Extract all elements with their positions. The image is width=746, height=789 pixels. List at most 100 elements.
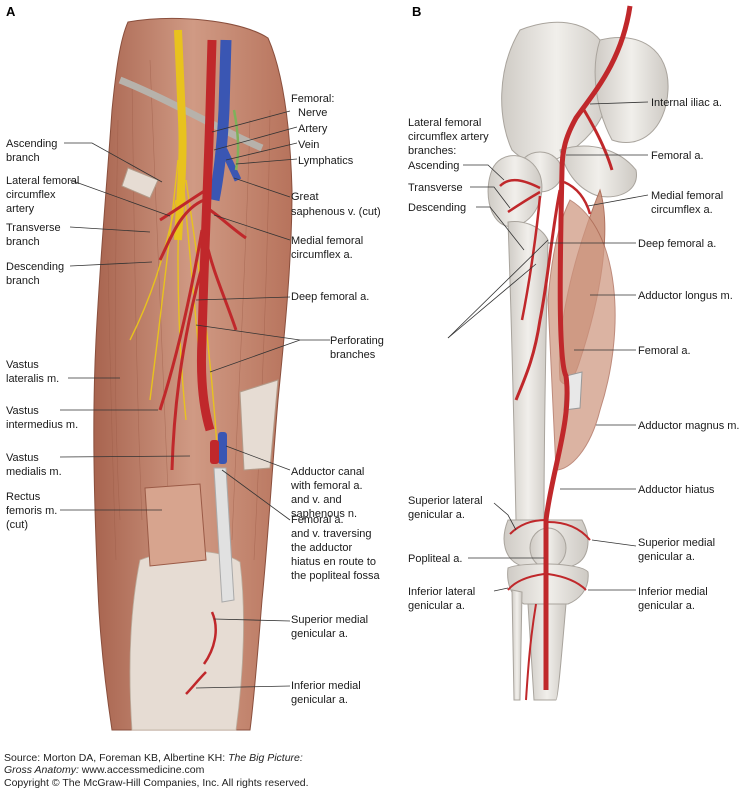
leaders-panel-a: [59, 110, 330, 689]
label-transverse-b: Transverse: [408, 182, 463, 194]
label-inf-medial-gen-b-2: genicular a.: [638, 600, 695, 612]
label-lat-circumflex-a-2: circumflex: [6, 189, 56, 201]
label-internal-iliac: Internal iliac a.: [651, 97, 722, 109]
rectus-femoris-cut-top: [121, 167, 159, 199]
label-ascending-branch-1: Ascending: [6, 138, 57, 150]
label-inf-lateral-gen-1: Inferior lateral: [408, 586, 475, 598]
label-medial-circumflex-2: circumflex a.: [291, 249, 353, 261]
lat-circumflex-transverse: [507, 190, 541, 214]
internal-iliac-artery: [582, 109, 614, 171]
label-femoral-artery: Artery: [298, 123, 328, 135]
label-vastus-intermedius-1: Vastus: [6, 405, 39, 417]
label-sup-medial-gen-b-1: Superior medial: [638, 537, 715, 549]
label-ascending-b: Ascending: [408, 160, 459, 172]
label-femoral-header: Femoral:: [291, 93, 334, 105]
label-sup-lateral-gen-1: Superior lateral: [408, 495, 483, 507]
label-femoral-a-mid: Femoral a.: [638, 345, 691, 357]
label-great-saphenous-2: saphenous v. (cut): [291, 206, 381, 218]
label-vastus-medialis-1: Vastus: [6, 452, 39, 464]
label-vastus-intermedius-2: intermedius m.: [6, 419, 78, 431]
label-inf-lateral-gen-2: genicular a.: [408, 600, 465, 612]
label-inf-medial-gen-a-2: genicular a.: [291, 694, 348, 706]
sup-lateral-genicular: [509, 519, 547, 535]
source-title-2: Gross Anatomy:: [4, 764, 79, 776]
label-traversing-4: hiatus en route to: [291, 556, 376, 568]
label-medial-circumflex-b-1: Medial femoral: [651, 190, 723, 202]
adductor-canal-artery: [210, 440, 219, 464]
label-vastus-lateralis-2: lateralis m.: [6, 373, 59, 385]
adductor-magnus-muscle: [547, 199, 616, 471]
panel-a-letter: A: [6, 4, 16, 19]
source-title-1: The Big Picture:: [228, 752, 303, 764]
label-vastus-lateralis-1: Vastus: [6, 359, 39, 371]
label-inf-medial-gen-b-1: Inferior medial: [638, 586, 708, 598]
label-sup-medial-gen-b-2: genicular a.: [638, 551, 695, 563]
label-traversing-5: the popliteal fossa: [291, 570, 381, 582]
label-rectus-femoris-2: femoris m.: [6, 505, 57, 517]
panel-b-letter: B: [412, 4, 421, 19]
femoral-vein-a: [208, 39, 232, 202]
label-femoral-vein: Vein: [298, 139, 319, 151]
sacrum-bone: [594, 36, 669, 144]
label-adductor-canal-1: Adductor canal: [291, 466, 364, 478]
source-credit-line-1: Source: Morton DA, Foreman KB, Albertine…: [4, 752, 303, 764]
inf-medial-genicular-b: [547, 573, 587, 591]
label-adductor-magnus: Adductor magnus m.: [638, 420, 740, 432]
label-adductor-hiatus: Adductor hiatus: [638, 484, 715, 496]
label-ascending-branch-2: branch: [6, 152, 40, 164]
label-traversing-1b: Femoral a.: [291, 514, 344, 526]
label-adductor-canal-4: saphenous n.: [291, 508, 357, 520]
panel-b: B: [408, 4, 740, 701]
label-perforating-1: Perforating: [330, 335, 384, 347]
label-descending-branch-1: Descending: [6, 261, 64, 273]
fibula: [511, 589, 523, 701]
pubis-bone: [559, 145, 637, 198]
rectus-femoris-cut-bottom: [144, 483, 207, 567]
inf-lateral-genicular: [507, 573, 545, 591]
label-sup-medial-gen-a-1: Superior medial: [291, 614, 368, 626]
medial-circumflex-artery-b: [563, 180, 592, 215]
label-rectus-femoris-1: Rectus: [6, 491, 41, 503]
label-lat-circumflex-a-1: Lateral femoral: [6, 175, 79, 187]
adductor-tendon-strip: [213, 467, 235, 603]
label-descending-b: Descending: [408, 202, 466, 214]
label-adductor-canal-2: with femoral a.: [290, 480, 363, 492]
label-transverse-branch-2: branch: [6, 236, 40, 248]
panel-a: A: [6, 4, 384, 731]
label-deep-femoral-a: Deep femoral a.: [291, 291, 369, 303]
label-femoral-a-top: Femoral a.: [651, 150, 704, 162]
lat-circumflex-ascending: [499, 178, 541, 190]
label-femoral-nerve: Nerve: [298, 107, 327, 119]
label-sup-medial-gen-a-2: genicular a.: [291, 628, 348, 640]
label-lat-circumflex-b-1: Lateral femoral: [408, 117, 481, 129]
label-popliteal: Popliteal a.: [408, 553, 462, 565]
source-credit-line-2: Gross Anatomy: www.accessmedicine.com: [4, 764, 204, 776]
label-medial-circumflex-b-2: circumflex a.: [651, 204, 713, 216]
leaders-panel-b: [447, 101, 649, 592]
femoral-artery-a: [196, 39, 217, 432]
label-medial-circumflex-1: Medial femoral: [291, 235, 363, 247]
label-perforating-2: branches: [330, 349, 376, 361]
adductor-canal-vein: [218, 432, 227, 464]
inguinal-ligament: [118, 76, 264, 152]
label-deep-femoral-b: Deep femoral a.: [638, 238, 716, 250]
greater-trochanter: [487, 155, 543, 227]
label-lat-circumflex-b-2: circumflex artery: [408, 131, 489, 143]
label-sup-lateral-gen-2: genicular a.: [408, 509, 465, 521]
label-transverse-branch-1: Transverse: [6, 222, 61, 234]
source-url: www.accessmedicine.com: [78, 764, 205, 776]
label-vastus-medialis-2: medialis m.: [6, 466, 62, 478]
label-lat-circumflex-a-3: artery: [6, 203, 35, 215]
label-descending-branch-2: branch: [6, 275, 40, 287]
label-lat-circumflex-b-3: branches:: [408, 145, 456, 157]
label-rectus-femoris-3: (cut): [6, 519, 28, 531]
artery-branches-a: [158, 188, 247, 695]
label-inf-medial-gen-a-1: Inferior medial: [291, 680, 361, 692]
label-traversing-3: the adductor: [291, 542, 352, 554]
source-prefix: Source: Morton DA, Foreman KB, Albertine…: [4, 752, 229, 764]
label-femoral-lymphatics: Lymphatics: [298, 155, 354, 167]
tibial-artery-branch: [525, 603, 537, 701]
label-traversing-2: and v. traversing: [291, 528, 372, 540]
label-great-saphenous-1: Great: [291, 191, 319, 203]
